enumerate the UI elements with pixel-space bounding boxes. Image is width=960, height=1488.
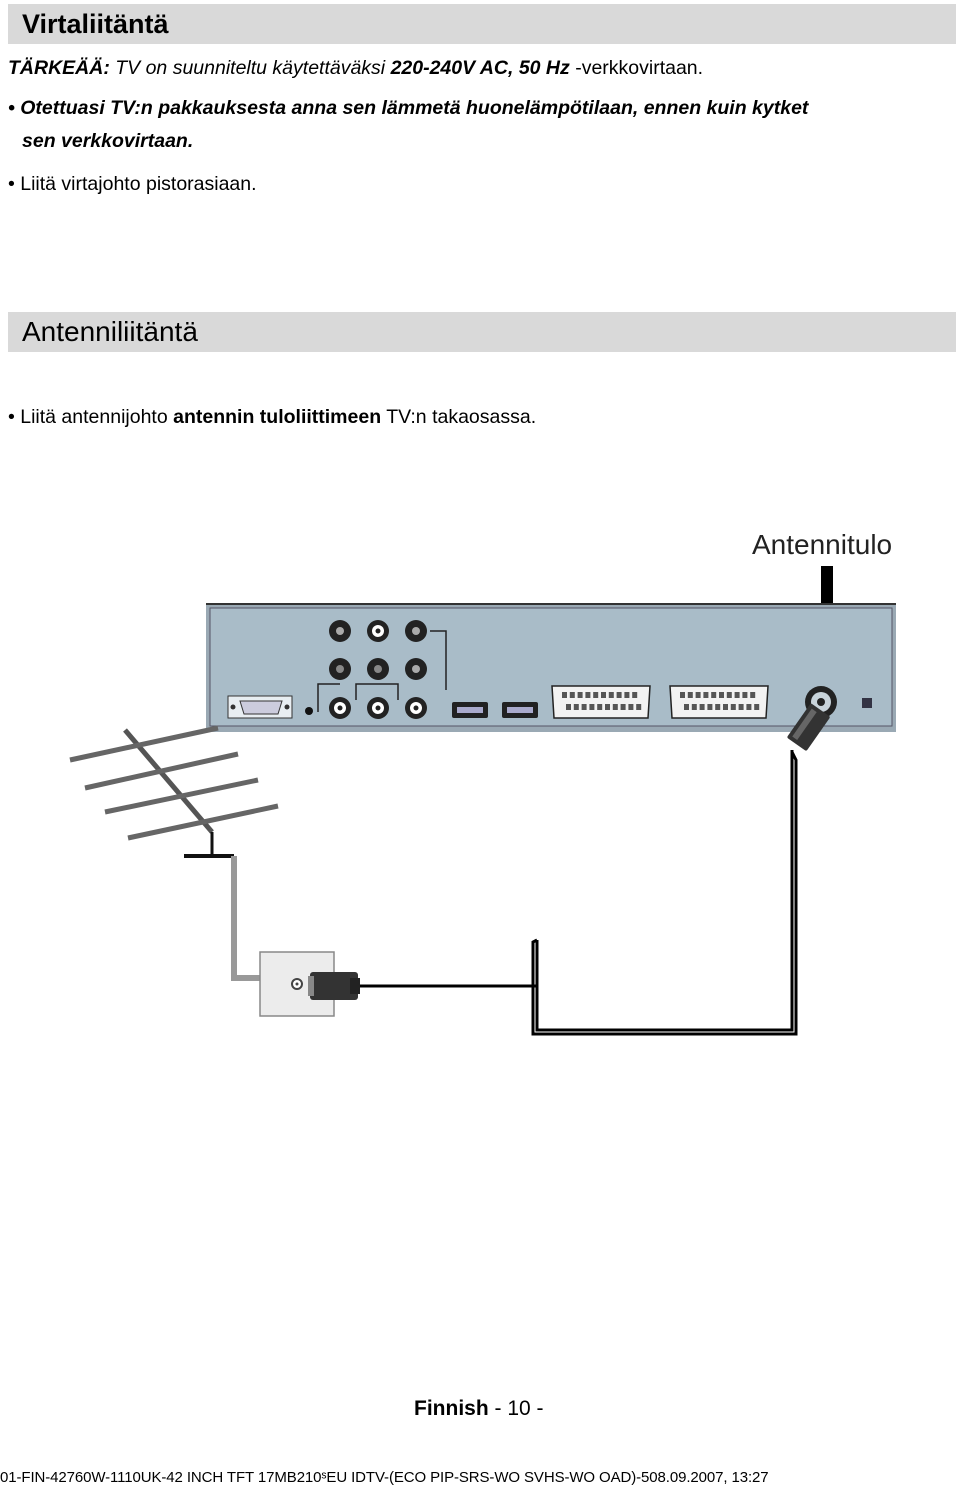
scart-pin [581,704,587,710]
bullet-warmup-line1: • Otettuasi TV:n pakkauksesta anna sen l… [8,97,809,119]
scart-pin [715,704,721,710]
bullet-antenna-pre: • Liitä antennijohto [8,406,174,428]
small-switch-icon [862,698,872,708]
important-label: TÄRKEÄÄ: [8,57,110,79]
scart-pin [707,704,713,710]
scart-pin [569,692,575,698]
scart-pin [723,704,728,710]
antenna-input-label: Antennitulo [752,529,892,560]
scart-pin [589,704,595,710]
scart-pin [680,692,685,698]
antenna-icon [69,725,279,981]
bullet-warmup-line2: sen verkkovirtaan. [22,130,194,152]
scart-pin [632,692,638,698]
bullet-antenna: • Liitä antennijohto antennin tuloliitti… [8,405,536,429]
voltage-value: 220-240V AC, 50 Hz [390,57,570,79]
antenna-plug-icon [787,703,830,751]
antenna-cable [360,750,798,1036]
hdmi-port-icon [452,702,538,718]
bullet-antenna-bold: antennin tuloliittimeen [173,406,382,428]
scart-pin [593,692,599,698]
scart-pin [730,704,736,710]
rca-jacks-icon [317,620,447,719]
scart-pin [734,692,740,698]
scart-pin [687,692,693,698]
scart-pin [562,692,567,698]
scart-pin [684,704,689,710]
bullet-antenna-post: TV:n takaosassa. [381,406,537,428]
scart-pin [754,704,760,710]
scart-pin [695,692,701,698]
vga-port-icon [227,695,293,719]
scart-pin [750,692,756,698]
scart-pins [562,692,760,710]
wall-plug-icon [308,972,360,1000]
document-id: 01-FIN-42760W-1110UK-42 INCH TFT 17MB2​1… [0,1469,769,1486]
scart-pin [566,704,571,710]
scart-pin [636,704,642,710]
scart-pin [608,692,614,698]
antenna-connection-diagram: Antennitulo [69,529,896,1036]
bullet-plug-in: • Liitä virtajohto pistorasiaan. [8,173,257,195]
scart-pin [573,704,579,710]
scart-pin [726,692,732,698]
scart-pin [703,692,709,698]
important-text: TV on suunniteltu käytettäväksi [109,57,391,79]
scart-pin [597,704,603,710]
page-footer: Finnish - 10 - [414,1396,544,1422]
scart-pin [699,704,705,710]
tv-back-panel [206,603,896,732]
scart-pin [601,692,606,698]
scart-pin [711,692,717,698]
scart-pin [742,692,748,698]
scart-pin [577,692,583,698]
scart-pin [605,704,610,710]
scart-pin [738,704,744,710]
scart-pin [624,692,630,698]
scart-pin [719,692,724,698]
important-text-end: -verkkovirtaan. [569,57,704,79]
audio-jack-icon [305,707,313,715]
scart-pin [612,704,618,710]
scart-pin [691,704,697,710]
scart-pin [585,692,591,698]
scart-pin [746,704,752,710]
section-heading-power: Virtaliitäntä [8,4,956,44]
scart-pin [616,692,622,698]
section-heading-antenna: Antenniliitäntä [8,312,956,352]
scart-pin [628,704,634,710]
footer-language: Finnish [414,1397,489,1420]
page-number: - 10 - [494,1397,544,1420]
scart-pin [620,704,626,710]
important-note: TÄRKEÄÄ: TV on suunniteltu käytettäväksi… [8,56,703,80]
